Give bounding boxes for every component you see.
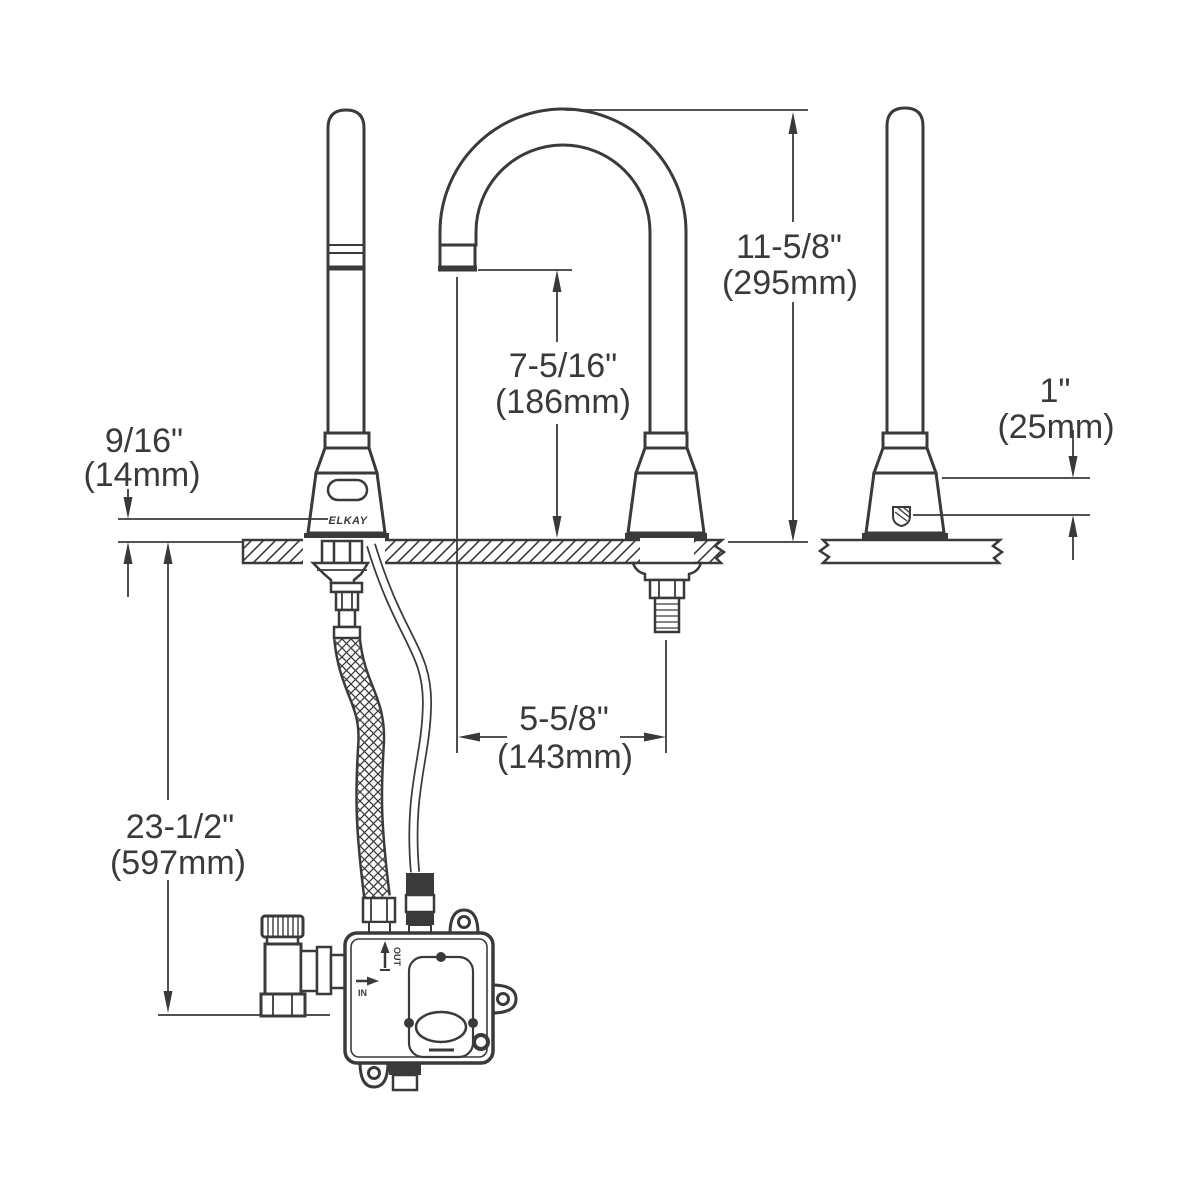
dim-supply-drop-mm: (597mm) bbox=[110, 844, 246, 882]
screw bbox=[404, 1018, 414, 1028]
box-label-oval bbox=[414, 1010, 468, 1044]
hose-connector bbox=[361, 896, 397, 934]
dim-spout-height-in: 11-5/8" bbox=[736, 228, 842, 266]
screw bbox=[468, 1018, 478, 1028]
gooseneck-spout bbox=[438, 107, 707, 540]
deck-segment-rear bbox=[817, 538, 1005, 565]
faucet-rear-view bbox=[862, 106, 948, 540]
faucet-shank-assembly bbox=[309, 539, 371, 640]
dim-base-trim-in: 9/16" bbox=[105, 422, 183, 460]
flow-out-arrow: OUT bbox=[380, 941, 402, 971]
counter-deck bbox=[241, 538, 727, 565]
dimension-arrowheads bbox=[123, 112, 1078, 1013]
dim-spout-height-mm: (295mm) bbox=[722, 264, 858, 302]
sensor-cable bbox=[366, 543, 433, 873]
adjustment-port bbox=[472, 1033, 490, 1051]
spout-outlet bbox=[438, 243, 477, 269]
brand-logo: ELKAY bbox=[329, 515, 369, 527]
dim-base-trim-mm: (14mm) bbox=[83, 456, 200, 494]
dimension-lines bbox=[118, 109, 1090, 992]
dim-hole-spread-in: 5-5/8" bbox=[519, 700, 609, 738]
sensor-faucet-side-view bbox=[304, 108, 389, 540]
cable-connector bbox=[404, 873, 436, 934]
dim-sensor-offset-in: 1" bbox=[1040, 372, 1071, 410]
sensor-window bbox=[326, 478, 369, 502]
dim-hole-spread-mm: (143mm) bbox=[497, 738, 633, 776]
braided-supply-hose bbox=[333, 636, 391, 899]
sensor-icon bbox=[892, 506, 911, 528]
screw bbox=[436, 952, 446, 962]
flow-in-arrow: IN bbox=[356, 976, 379, 998]
dim-outlet-height-in: 7-5/16" bbox=[509, 347, 617, 385]
dim-supply-drop-in: 23-1/2" bbox=[126, 808, 234, 846]
flow-out-label: OUT bbox=[392, 947, 402, 967]
dim-outlet-height-mm: (186mm) bbox=[495, 383, 631, 421]
spout-mounting-hardware bbox=[631, 561, 703, 634]
solenoid-control-box: OUT IN bbox=[343, 931, 495, 1065]
dim-sensor-offset-mm: (25mm) bbox=[997, 408, 1114, 446]
box-bottom-connector bbox=[389, 1063, 421, 1092]
mounting-ears bbox=[358, 908, 518, 1089]
flow-in-label: IN bbox=[358, 988, 367, 998]
shutoff-valve bbox=[259, 914, 348, 1018]
